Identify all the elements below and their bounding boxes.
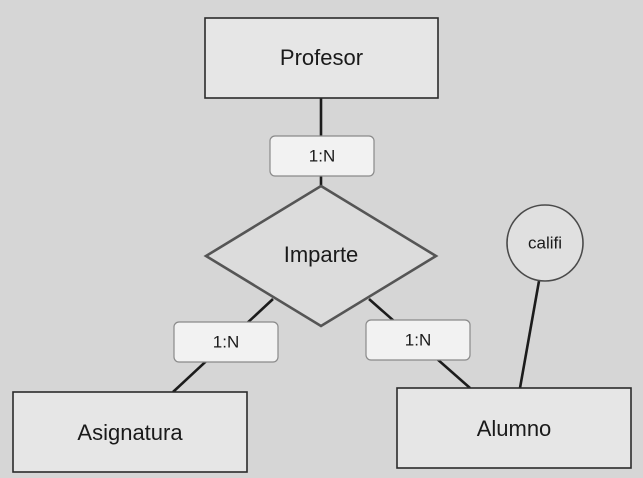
connector-califi-alumno [518,280,541,389]
cardinality-profesor-imparte-box [269,135,375,177]
cardinality-profesor-imparte-label: 1:N [309,146,335,165]
entity-asignatura[interactable]: Asignatura [12,391,248,473]
cardinality-asignatura-imparte[interactable]: 1:N [173,321,279,363]
cardinality-alumno-imparte[interactable]: 1:N [365,319,471,361]
relationship-imparte-diamond [203,184,439,328]
cardinality-asignatura-imparte-label: 1:N [213,332,239,351]
entity-asignatura-label: Asignatura [77,420,183,445]
relationship-imparte[interactable]: Imparte [203,184,439,328]
entity-alumno[interactable]: Alumno [396,387,632,469]
cardinality-asignatura-imparte-box [173,321,279,363]
attribute-califi-label: califi [528,233,562,252]
cardinality-profesor-imparte[interactable]: 1:N [269,135,375,177]
attribute-califi[interactable]: califi [506,204,584,282]
entity-profesor-label: Profesor [280,45,363,70]
entity-alumno-box [396,387,632,469]
cardinality-alumno-imparte-label: 1:N [405,330,431,349]
relationship-imparte-label: Imparte [284,242,359,267]
attribute-califi-circle [506,204,584,282]
entity-profesor[interactable]: Profesor [204,17,439,99]
entity-asignatura-box [12,391,248,473]
entity-alumno-label: Alumno [477,416,552,441]
cardinality-alumno-imparte-box [365,319,471,361]
entity-profesor-box [204,17,439,99]
